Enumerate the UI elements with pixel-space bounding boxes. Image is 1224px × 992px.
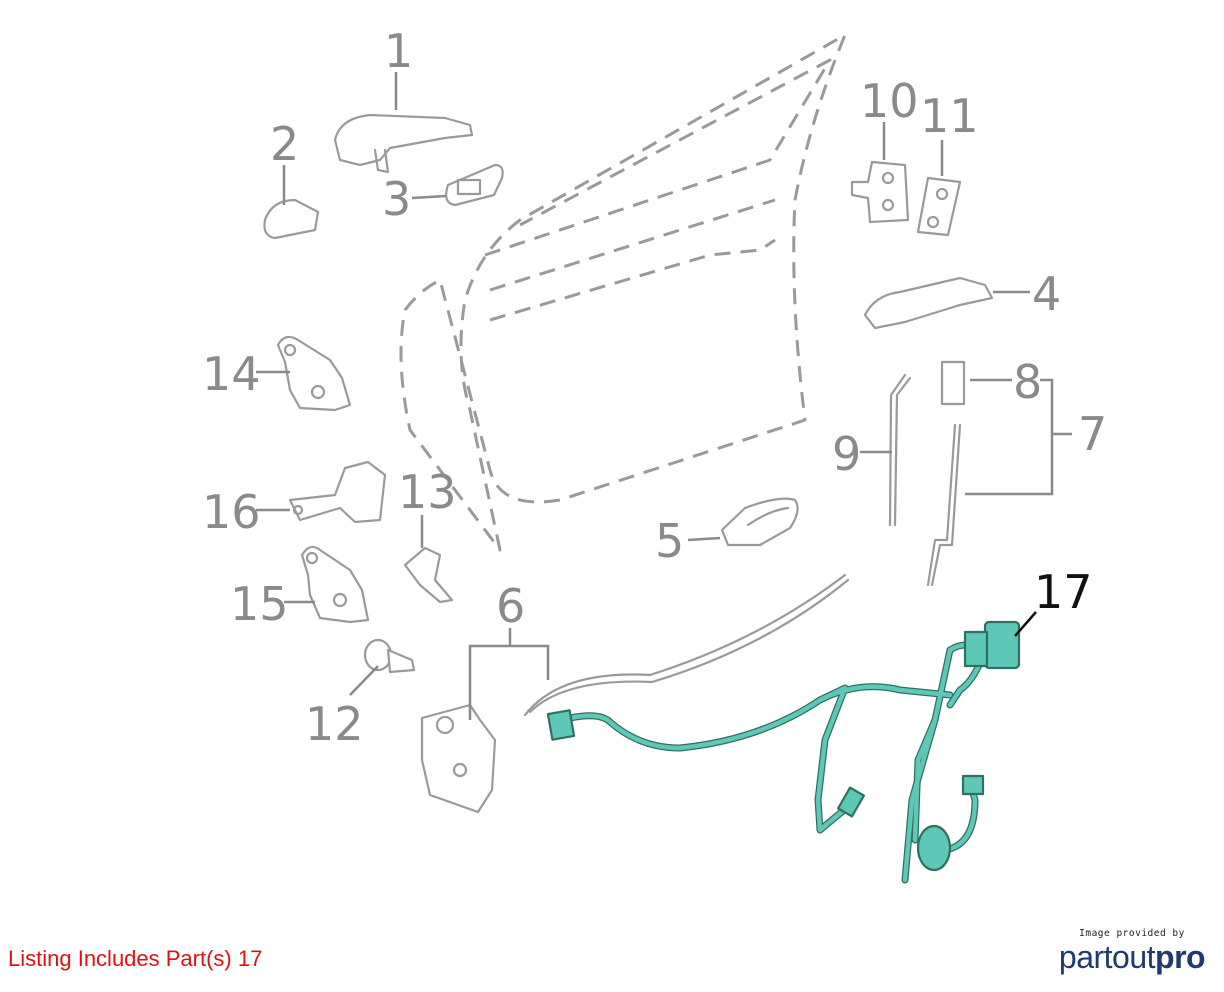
callout-17: 17 [1034, 565, 1093, 619]
part-8-clip [940, 360, 966, 406]
part-15-hinge [300, 545, 370, 624]
callout-3: 3 [382, 172, 411, 226]
callout-4: 4 [1032, 267, 1061, 321]
part-14-hinge [276, 335, 352, 412]
part-13-bracket [403, 546, 454, 604]
callout-1: 1 [384, 24, 413, 78]
callout-5: 5 [655, 514, 684, 568]
callout-12: 12 [305, 697, 364, 751]
callout-7: 7 [1078, 407, 1107, 461]
part-12-plug [363, 638, 416, 674]
partoutpro-logo: Image provided by partoutpro [1052, 928, 1212, 975]
part-1-outside-handle [333, 113, 474, 174]
leader-lines [256, 72, 1072, 720]
part-11-plate [916, 176, 962, 237]
part-17-wiring-harness [546, 620, 1021, 884]
callout-13: 13 [398, 465, 457, 519]
door-outline [399, 33, 847, 552]
part-4-handle [863, 276, 994, 330]
callout-8: 8 [1013, 355, 1042, 409]
callout-10: 10 [860, 74, 919, 128]
part-6-latch-cable [420, 573, 850, 814]
part-10-hinge [850, 160, 910, 224]
callout-15: 15 [230, 577, 289, 631]
part-7-rod [926, 423, 962, 587]
listing-includes-text: Listing Includes Part(s) 17 [8, 946, 263, 971]
part-9-rod [888, 373, 912, 527]
brand-name-part2: pro [1155, 939, 1206, 975]
callout-6: 6 [496, 579, 525, 633]
callout-11: 11 [920, 89, 979, 143]
brand-name: partoutpro [1052, 939, 1212, 975]
callout-2: 2 [270, 117, 299, 171]
callout-16: 16 [202, 485, 261, 539]
part-16-check-link [288, 460, 387, 524]
callout-labels: 1 2 3 4 5 6 7 8 9 10 11 12 13 14 15 16 1… [202, 24, 1107, 751]
part-5-inside-handle [720, 497, 799, 547]
part-2-handle-cap [263, 198, 320, 240]
callout-9: 9 [832, 427, 861, 481]
callout-14: 14 [202, 347, 261, 401]
part-3-bezel [445, 163, 504, 207]
brand-name-part1: partout [1058, 939, 1156, 975]
brand-caption: Image provided by [1079, 928, 1185, 939]
